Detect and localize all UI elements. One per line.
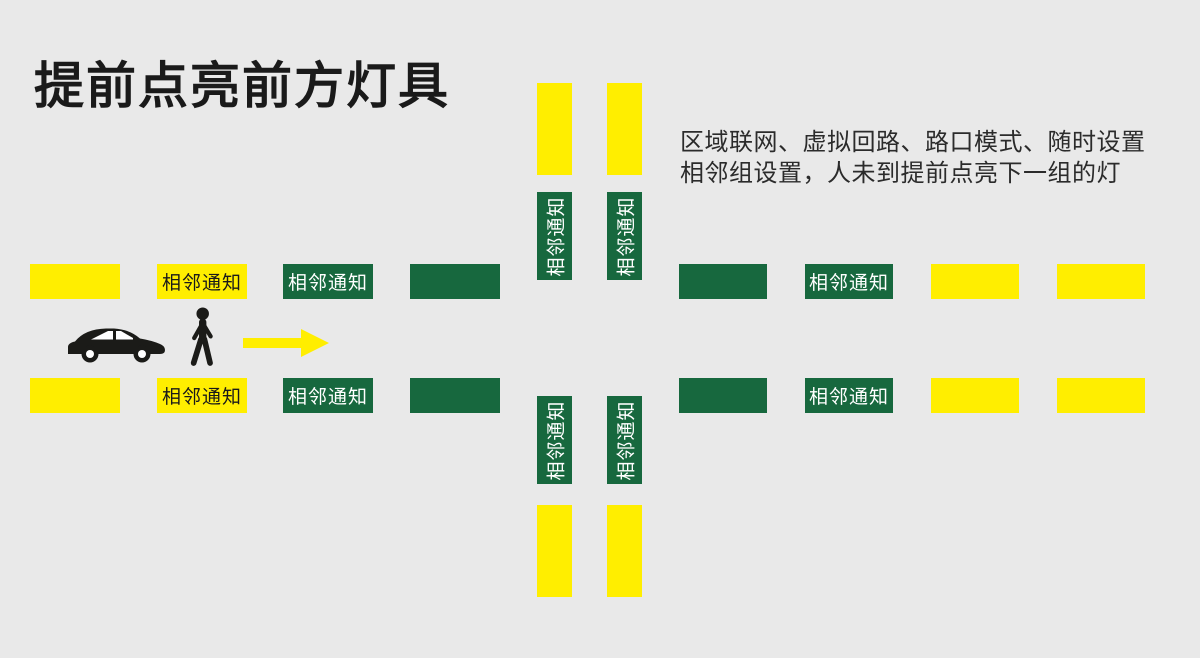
lamp-group-label: 相邻通知 bbox=[161, 273, 242, 294]
description-line-2: 相邻组设置，人未到提前点亮下一组的灯 bbox=[680, 160, 1121, 187]
feature-description: 区域联网、虚拟回路、路口模式、随时设置 相邻组设置，人未到提前点亮下一组的灯 bbox=[680, 127, 1146, 189]
lamp-group-lit bbox=[931, 378, 1019, 413]
page-title: 提前点亮前方灯具 bbox=[34, 58, 450, 114]
lamp-group-lit bbox=[30, 264, 120, 299]
lamp-group-notified bbox=[410, 264, 500, 299]
lamp-group-label: 相邻通知 bbox=[546, 195, 568, 277]
lamp-group-label: 相邻通知 bbox=[808, 273, 889, 294]
lamp-group-label: 相邻通知 bbox=[161, 387, 242, 408]
lamp-group-lit: 相邻通知 bbox=[157, 378, 247, 413]
lamp-group-notified bbox=[679, 378, 767, 413]
lamp-group-lit: 相邻通知 bbox=[157, 264, 247, 299]
lamp-group-notified: 相邻通知 bbox=[283, 264, 373, 299]
lamp-group-notified: 相邻通知 bbox=[537, 396, 572, 484]
lamp-group-lit bbox=[607, 83, 642, 175]
lamp-group-lit bbox=[1057, 378, 1145, 413]
description-line-1: 区域联网、虚拟回路、路口模式、随时设置 bbox=[680, 129, 1146, 156]
lamp-group-notified: 相邻通知 bbox=[283, 378, 373, 413]
lamp-group-label: 相邻通知 bbox=[616, 399, 638, 481]
direction-arrow-icon bbox=[243, 329, 329, 357]
lamp-group-notified bbox=[410, 378, 500, 413]
lamp-group-lit bbox=[30, 378, 120, 413]
lamp-group-lit bbox=[537, 83, 572, 175]
lamp-group-label: 相邻通知 bbox=[808, 387, 889, 408]
lamp-group-notified: 相邻通知 bbox=[607, 192, 642, 280]
lamp-group-notified: 相邻通知 bbox=[537, 192, 572, 280]
lamp-group-lit bbox=[931, 264, 1019, 299]
lamp-group-lit bbox=[1057, 264, 1145, 299]
lamp-group-lit bbox=[537, 505, 572, 597]
lamp-group-notified: 相邻通知 bbox=[805, 264, 893, 299]
lamp-group-lit bbox=[607, 505, 642, 597]
lamp-group-label: 相邻通知 bbox=[287, 387, 368, 408]
lamp-group-notified: 相邻通知 bbox=[805, 378, 893, 413]
lamp-group-label: 相邻通知 bbox=[546, 399, 568, 481]
lamp-group-label: 相邻通知 bbox=[616, 195, 638, 277]
lamp-group-label: 相邻通知 bbox=[287, 273, 368, 294]
lamp-group-notified: 相邻通知 bbox=[607, 396, 642, 484]
lamp-group-notified bbox=[679, 264, 767, 299]
pedestrian-icon bbox=[190, 307, 213, 366]
car-icon bbox=[68, 328, 165, 363]
